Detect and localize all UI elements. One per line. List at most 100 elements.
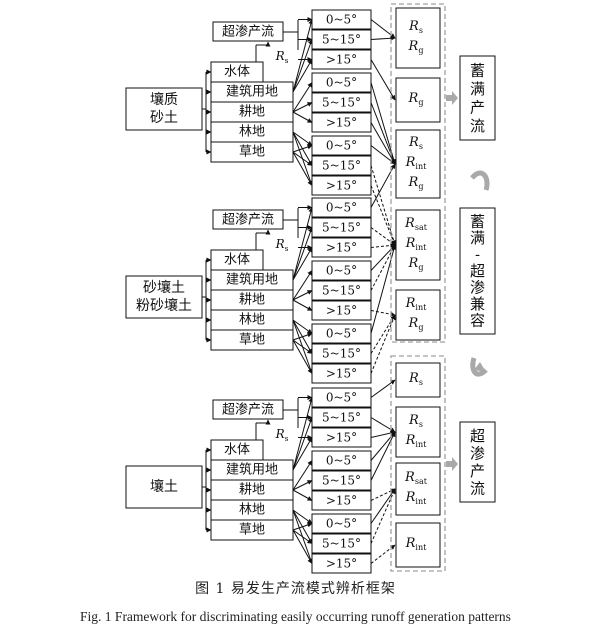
runoff-pattern-box xyxy=(459,421,496,503)
slope-class-label: 0~5° xyxy=(326,517,357,531)
runoff-pattern-char: 渗 xyxy=(470,444,485,462)
runoff-component-symbol: Rint xyxy=(405,536,428,552)
slope-class-box xyxy=(311,470,372,491)
slope-class-box xyxy=(311,49,372,70)
slope-class-box xyxy=(311,135,372,156)
soil-texture-box xyxy=(125,87,203,131)
runoff-component-symbol: Rg xyxy=(408,175,424,191)
slope-class-box xyxy=(311,260,372,281)
runoff-pattern-char: 流 xyxy=(470,479,485,497)
land-use-label: 水体 xyxy=(224,253,250,268)
land-use-slope-line xyxy=(292,522,313,531)
slope-class-box xyxy=(311,323,372,344)
slope-class-box xyxy=(311,9,372,30)
slope-runoff-line xyxy=(370,431,396,481)
slope-class-label: 5~15° xyxy=(322,347,361,361)
slope-class-label: >15° xyxy=(326,494,357,508)
slope-class-label: 5~15° xyxy=(322,33,361,47)
land-use-slope-line xyxy=(292,144,313,153)
runoff-component-symbol: Rs xyxy=(408,19,423,35)
runoff-component-box xyxy=(395,129,441,199)
runoff-component-symbol: Rs xyxy=(408,413,423,429)
slope-class-label: 5~15° xyxy=(322,221,361,235)
slope-class-label: 5~15° xyxy=(322,159,361,173)
runoff-pattern-char: 产 xyxy=(470,98,485,116)
runoff-component-symbol: Rg xyxy=(408,256,424,272)
slope-class-box xyxy=(311,407,372,428)
slope-class-label: >15° xyxy=(326,557,357,571)
slope-class-label: >15° xyxy=(326,431,357,445)
slope-class-label: 5~15° xyxy=(322,474,361,488)
land-use-slope-line xyxy=(292,151,313,186)
land-use-label: 草地 xyxy=(239,333,265,348)
runoff-pattern-char: - xyxy=(475,245,480,263)
gray-arrow-infiltration xyxy=(446,457,458,471)
land-use-slope-line xyxy=(292,480,313,491)
slope-runoff-line xyxy=(370,314,396,374)
slope-runoff-line xyxy=(370,244,396,291)
land-use-slope-line xyxy=(292,227,313,281)
land-use-slope-line xyxy=(292,489,313,501)
runoff-component-symbol: Rs xyxy=(408,135,423,151)
slope-class-label: 5~15° xyxy=(322,96,361,110)
slope-class-box xyxy=(311,112,372,133)
land-use-box xyxy=(210,141,294,163)
land-use-slope-line xyxy=(292,102,313,113)
land-use-label: 林地 xyxy=(239,125,265,140)
runoff-pattern-char: 流 xyxy=(470,117,485,135)
land-use-label: 耕地 xyxy=(239,104,265,120)
land-use-slope-line xyxy=(292,151,313,166)
runoff-component-box xyxy=(395,362,441,398)
slope-class-label: 0~5° xyxy=(326,139,357,153)
runoff-component-box xyxy=(395,462,441,516)
land-use-slope-line xyxy=(292,417,313,471)
excess-runoff-label: 超渗产流 xyxy=(222,403,274,418)
land-use-slope-line xyxy=(292,397,314,471)
slope-runoff-line xyxy=(370,185,396,246)
transition-arrow-head xyxy=(474,362,486,372)
soil-texture-box xyxy=(125,465,203,509)
land-use-slope-line xyxy=(292,437,313,471)
land-use-slope-line xyxy=(292,529,313,564)
runoff-component-symbol: Rs xyxy=(408,371,423,387)
runoff-component-symbol: Rg xyxy=(408,39,424,55)
slope-class-label: >15° xyxy=(326,179,357,193)
runoff-pattern-char: 容 xyxy=(470,312,485,330)
runoff-pattern-char: 渗 xyxy=(470,279,485,297)
slope-class-box xyxy=(311,343,372,364)
land-use-slope-line xyxy=(292,247,313,281)
land-use-slope-line xyxy=(292,131,313,146)
slope-class-label: 0~5° xyxy=(326,454,357,468)
slope-class-box xyxy=(311,387,372,408)
runoff-pattern-box xyxy=(459,207,496,335)
slope-class-box xyxy=(311,197,372,218)
slope-class-label: 0~5° xyxy=(326,201,357,215)
land-use-slope-line xyxy=(292,509,313,524)
land-use-slope-line xyxy=(292,82,313,113)
slope-class-box xyxy=(311,217,372,238)
runoff-pattern-char: 满 xyxy=(470,80,485,98)
land-use-slope-line xyxy=(292,319,313,334)
land-use-slope-line xyxy=(292,529,313,544)
soil-texture-label: 砂壤土 xyxy=(143,279,185,296)
slope-class-label: >15° xyxy=(326,367,357,381)
runoff-component-box xyxy=(395,522,441,568)
soil-texture-label: 壤土 xyxy=(150,478,178,495)
excess-runoff-label: 超渗产流 xyxy=(222,25,274,40)
figure-caption-chinese: 图 1 易发生产流模式辨析框架 xyxy=(195,581,396,597)
slope-class-box xyxy=(311,280,372,301)
slope-runoff-line xyxy=(370,59,396,101)
runoff-component-symbol: Rint xyxy=(405,433,428,449)
runoff-pattern-char: 超 xyxy=(470,262,485,280)
slope-class-box xyxy=(311,300,372,321)
transition-arrow-up xyxy=(470,170,490,191)
transition-arrow-down xyxy=(470,357,488,377)
land-use-label: 草地 xyxy=(239,523,265,538)
slope-class-box xyxy=(311,490,372,511)
slope-class-label: 5~15° xyxy=(322,537,361,551)
land-use-label: 水体 xyxy=(224,65,250,80)
slope-class-box xyxy=(311,175,372,196)
excess-runoff-label: 超渗产流 xyxy=(222,213,274,228)
runoff-component-symbol: Rsat xyxy=(404,216,428,232)
excess-runoff-box xyxy=(212,209,284,230)
